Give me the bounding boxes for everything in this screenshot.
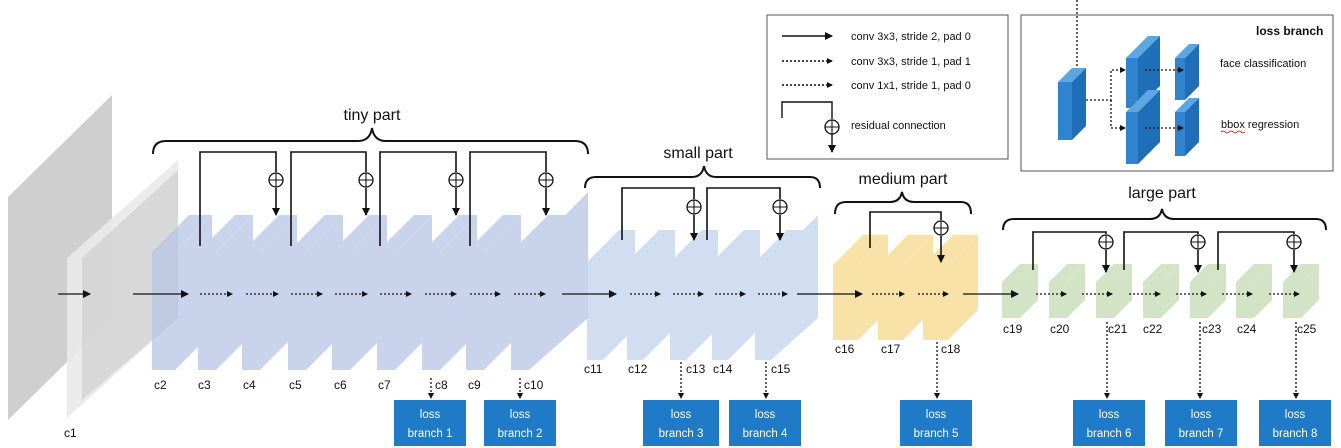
legend-item: conv 3x3, stride 1, pad 1 bbox=[851, 56, 971, 68]
svg-text:branch 8: branch 8 bbox=[1273, 428, 1318, 440]
svg-text:loss: loss bbox=[755, 409, 776, 421]
svg-text:loss: loss bbox=[510, 409, 531, 421]
layer-label: c1 bbox=[64, 426, 77, 440]
svg-text:branch 5: branch 5 bbox=[914, 428, 959, 440]
input-layer-c1 bbox=[8, 95, 178, 420]
loss-branch-panel: loss branch face classification bbox reg… bbox=[1020, 0, 1334, 172]
small-part-label: small part bbox=[663, 145, 733, 162]
medium-part-layers bbox=[833, 235, 978, 340]
tiny-part-label: tiny part bbox=[344, 107, 401, 124]
large-part-label: large part bbox=[1128, 185, 1196, 202]
loss-branch-3: loss branch 3 bbox=[643, 400, 719, 446]
residual-connections bbox=[199, 151, 1298, 273]
svg-text:branch 4: branch 4 bbox=[743, 428, 788, 440]
loss-branch-5: loss branch 5 bbox=[900, 400, 972, 446]
layer-label: c21 bbox=[1108, 322, 1128, 336]
svg-text:loss: loss bbox=[420, 409, 441, 421]
loss-branch-boxes: loss branch 1 loss branch 2 loss branch … bbox=[394, 400, 1331, 446]
layer-label: c4 bbox=[243, 378, 256, 392]
layer-label: c12 bbox=[628, 362, 648, 376]
layer-label: c18 bbox=[941, 342, 961, 356]
layer-label: c16 bbox=[835, 342, 855, 356]
loss-branch-1: loss branch 1 bbox=[394, 400, 466, 446]
layer-label: c10 bbox=[524, 378, 544, 392]
layer-label: c23 bbox=[1202, 322, 1222, 336]
layer-label: c11 bbox=[584, 362, 603, 376]
medium-part-label: medium part bbox=[859, 171, 948, 188]
loss-branch-title: loss branch bbox=[1256, 24, 1323, 38]
layer-labels: c1 c2 c3 c4 c5 c6 c7 c8 c9 c10 c11 c12 c… bbox=[64, 322, 1317, 440]
layer-label: c7 bbox=[378, 378, 391, 392]
part-braces bbox=[152, 127, 1327, 231]
tiny-part-layers bbox=[152, 192, 588, 370]
svg-text:loss: loss bbox=[1099, 409, 1120, 421]
loss-branch-2: loss branch 2 bbox=[484, 400, 556, 446]
layer-label: c20 bbox=[1050, 322, 1070, 336]
svg-text:branch 6: branch 6 bbox=[1087, 428, 1132, 440]
layer-label: c13 bbox=[686, 362, 706, 376]
legend-item: conv 1x1, stride 1, pad 0 bbox=[851, 80, 971, 92]
loss-branch-4: loss branch 4 bbox=[729, 400, 801, 446]
legend-item: conv 3x3, stride 2, pad 0 bbox=[851, 31, 971, 43]
layer-label: c8 bbox=[435, 378, 448, 392]
svg-text:branch 3: branch 3 bbox=[659, 428, 704, 440]
layer-label: c17 bbox=[881, 342, 901, 356]
svg-text:loss: loss bbox=[1191, 409, 1212, 421]
loss-branch-7: loss branch 7 bbox=[1165, 400, 1237, 446]
svg-text:loss: loss bbox=[671, 409, 692, 421]
svg-text:branch 7: branch 7 bbox=[1179, 428, 1224, 440]
layer-label: c24 bbox=[1237, 322, 1257, 336]
loss-branch-6: loss branch 6 bbox=[1073, 400, 1145, 446]
legend-item: residual connection bbox=[851, 120, 946, 132]
layer-label: c9 bbox=[468, 378, 481, 392]
layer-label: c22 bbox=[1143, 322, 1163, 336]
layer-label: c5 bbox=[289, 378, 302, 392]
svg-text:loss: loss bbox=[926, 409, 947, 421]
bbox-regression-label: bbox regression bbox=[1221, 119, 1299, 131]
svg-text:branch 1: branch 1 bbox=[408, 428, 453, 440]
svg-text:loss: loss bbox=[1285, 409, 1306, 421]
layer-label: c15 bbox=[771, 362, 791, 376]
svg-text:branch 2: branch 2 bbox=[498, 428, 543, 440]
loss-branch-arrows bbox=[428, 322, 1299, 399]
layer-label: c6 bbox=[334, 378, 347, 392]
layer-label: c19 bbox=[1003, 322, 1023, 336]
layer-label: c2 bbox=[154, 378, 167, 392]
large-part-layers bbox=[1002, 264, 1319, 318]
layer-label: c3 bbox=[198, 378, 211, 392]
layer-label: c14 bbox=[713, 362, 733, 376]
legend: conv 3x3, stride 2, pad 0 conv 3x3, stri… bbox=[766, 14, 1009, 160]
layer-label: c25 bbox=[1297, 322, 1317, 336]
loss-branch-8: loss branch 8 bbox=[1259, 400, 1331, 446]
face-classification-label: face classification bbox=[1220, 58, 1306, 70]
